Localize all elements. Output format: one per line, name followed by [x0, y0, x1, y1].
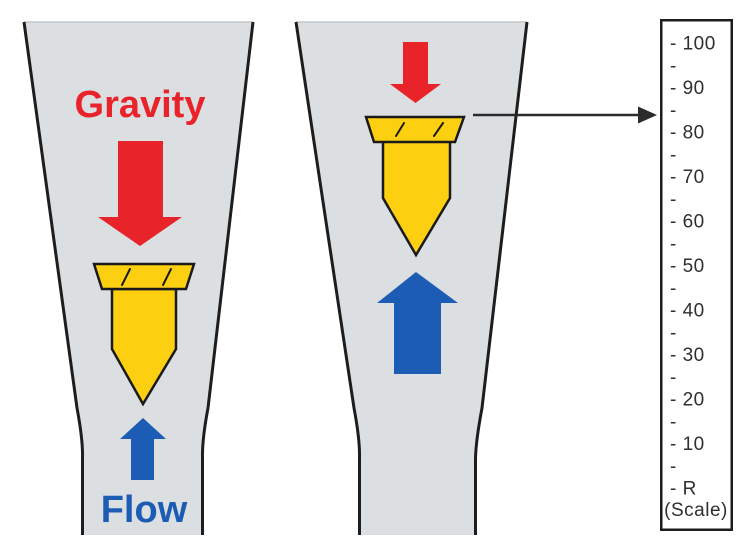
middle-tube-left-edge	[294, 21, 362, 535]
scale-tick-label: -	[670, 234, 677, 255]
scale-tick-label: -	[670, 100, 677, 121]
scale-tick-label: - 60	[670, 212, 705, 233]
scale-tick-label: -	[670, 323, 677, 344]
scale-tick-label: -	[670, 145, 677, 166]
float-notch	[433, 122, 444, 137]
scale-tick-label: -	[670, 367, 677, 388]
middle-tube	[294, 21, 529, 535]
scale-tick-label: - R	[670, 479, 697, 500]
scale-tick-label: -	[670, 412, 677, 433]
left-tube: Gravity Flow	[22, 21, 255, 535]
flow-arrow-icon-large	[377, 272, 458, 374]
flow-arrow-icon	[120, 418, 166, 480]
gravity-arrow-icon	[98, 141, 182, 246]
scale-tick-label: - 100	[670, 34, 716, 55]
pointer-arrow-icon	[473, 106, 657, 124]
gravity-arrow-icon-small	[390, 42, 441, 103]
float-icon-middle	[364, 115, 466, 258]
left-tube-right-edge	[200, 21, 255, 535]
scale-column: - 100 - - 90 - - 80 - - 70 - - 60 - - 50…	[660, 19, 733, 531]
scale-tick-label: - 50	[670, 256, 705, 277]
pointer-arrowhead	[638, 106, 657, 124]
scale-tick-label: - 70	[670, 167, 705, 188]
float-notch	[162, 268, 172, 286]
scale-tick-label: -	[670, 56, 677, 77]
float-notch	[121, 268, 131, 286]
scale-frame	[660, 19, 733, 531]
scale-tick-label: -	[670, 456, 677, 477]
scale-tick-label: - 90	[670, 78, 705, 99]
middle-tube-right-edge	[474, 21, 529, 535]
gravity-label: Gravity	[75, 84, 206, 126]
scale-tick-label: -	[670, 189, 677, 210]
scale-tick-label: - 20	[670, 390, 705, 411]
left-tube-left-edge	[22, 21, 85, 535]
scale-tick-label: - 10	[670, 434, 705, 455]
scale-tick-label: - 40	[670, 301, 705, 322]
scale-tick-label: - 30	[670, 345, 705, 366]
float-icon-left	[92, 262, 196, 407]
scale-tick-label: -	[670, 278, 677, 299]
scale-tick-label: - 80	[670, 123, 705, 144]
scale-caption: (Scale)	[664, 500, 728, 521]
flow-label: Flow	[101, 489, 188, 531]
float-notch	[395, 122, 405, 137]
float-head	[92, 262, 196, 291]
float-head	[364, 115, 466, 144]
